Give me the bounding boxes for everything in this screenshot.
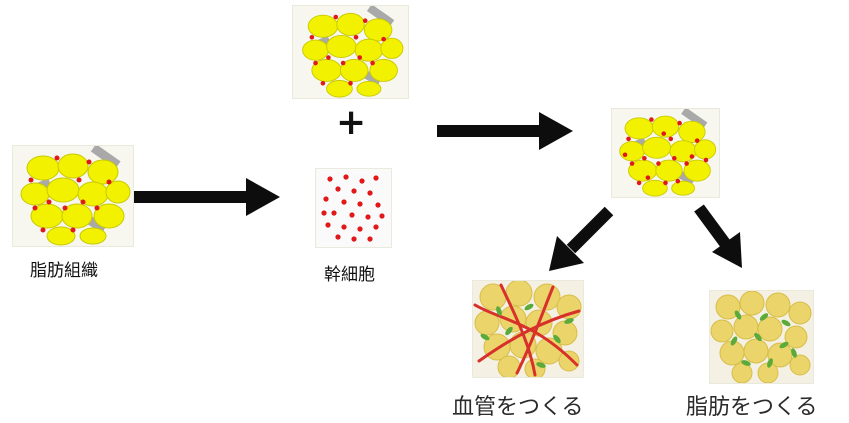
vessel-cluster xyxy=(473,281,582,377)
arrow-down-right-icon xyxy=(694,204,742,268)
blood-vessel-tissue-image xyxy=(472,280,584,378)
stem-cells-image xyxy=(315,168,392,248)
arrow-down-left-icon xyxy=(549,206,614,271)
stem-cells-dots xyxy=(321,174,385,242)
adipose-tissue-image xyxy=(12,145,134,247)
arrow-right-icon xyxy=(437,112,573,150)
enriched-tissue-image xyxy=(611,108,720,198)
stem-cells-label: 幹細胞 xyxy=(324,265,375,285)
fat-making-label: 脂肪をつくる xyxy=(686,395,818,420)
plus-sign: + xyxy=(336,102,367,143)
fat-tissue-image xyxy=(709,290,814,384)
enriched-cluster xyxy=(619,109,717,197)
fat-cluster xyxy=(710,291,812,383)
adipose-cluster-top xyxy=(302,6,404,98)
adipose-tissue-top-image xyxy=(292,5,409,99)
adipose-tissue-label: 脂肪組織 xyxy=(30,261,98,281)
blood-vessel-label: 血管をつくる xyxy=(452,395,584,420)
arrow-right-icon xyxy=(134,178,280,216)
adipose-cluster-left xyxy=(20,146,131,246)
